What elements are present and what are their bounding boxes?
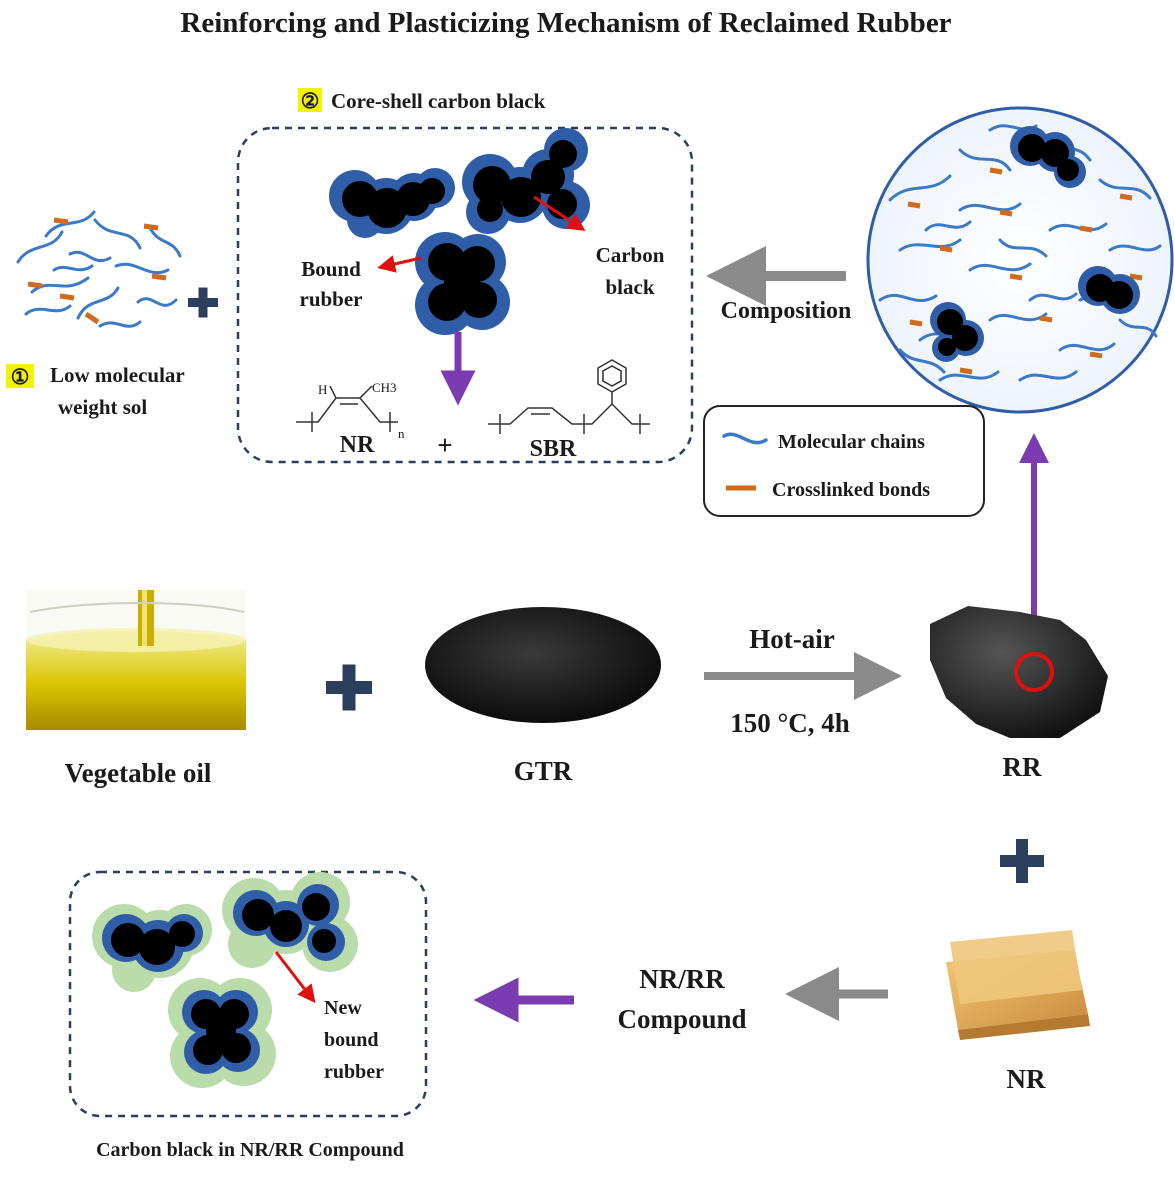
core-shell-badge-number: ② xyxy=(301,89,320,113)
plus-icon-oil-vertical xyxy=(342,664,356,711)
network-carbon-3 xyxy=(930,302,984,362)
core-shell-label: Core-shell carbon black xyxy=(331,89,546,113)
compound-label-line2: Compound xyxy=(617,1004,746,1034)
network-carbon-2 xyxy=(1078,266,1140,314)
bound-rubber-label-line1: Bound xyxy=(301,257,361,281)
hot-air-label: Hot-air xyxy=(749,624,834,654)
composition-label: Composition xyxy=(721,298,852,324)
page-title: Reinforcing and Plasticizing Mechanism o… xyxy=(180,7,951,39)
carbon-black-label-line1: Carbon xyxy=(596,243,665,267)
carbon-aggregate-1 xyxy=(329,168,455,238)
legend-box xyxy=(703,405,985,517)
compound-dashed-box xyxy=(68,870,428,1118)
bound-rubber-pointer xyxy=(377,255,422,273)
nr-structure-ch3: CH3 xyxy=(372,380,397,395)
nr-structure-h: H xyxy=(318,382,327,397)
legend-chain-swatch xyxy=(722,432,768,445)
rr-image xyxy=(930,606,1108,738)
compound-aggregate-3 xyxy=(168,978,276,1088)
network-carbon-1 xyxy=(1010,126,1086,188)
legend-crosslinked-bonds: Crosslinked bonds xyxy=(772,479,930,501)
core-shell-dashed-box xyxy=(236,126,694,464)
plus-icon-sol-vertical xyxy=(198,287,208,318)
sol-cluster xyxy=(16,210,182,328)
sbr-structure xyxy=(488,359,650,434)
nr-structure xyxy=(296,385,398,432)
nr-bottom-label: NR xyxy=(1007,1064,1046,1094)
plus-sign: + xyxy=(437,430,452,460)
gtr-label: GTR xyxy=(514,756,573,786)
nr-image xyxy=(946,930,1090,1040)
rr-network-circle xyxy=(866,106,1174,414)
compound-panel: New bound rubber xyxy=(68,870,428,1118)
legend: Molecular chains Crosslinked bonds xyxy=(703,405,985,517)
vegetable-oil-label: Vegetable oil xyxy=(65,758,212,788)
carbon-aggregate-2 xyxy=(462,128,590,234)
bound-rubber-label-line2: rubber xyxy=(300,287,363,311)
carbon-aggregate-3 xyxy=(415,232,510,335)
core-shell-badge xyxy=(298,88,322,112)
new-bound-rubber-line1: New xyxy=(324,997,362,1019)
sol-label-line2: weight sol xyxy=(58,395,147,419)
nr-label: NR xyxy=(340,432,375,458)
legend-molecular-chains: Molecular chains xyxy=(778,431,925,453)
plus-icon-rr-vertical xyxy=(1016,839,1028,883)
nr-structure-n: n xyxy=(398,426,405,441)
rr-highlight-circle xyxy=(1014,652,1054,692)
sol-badge-number: ① xyxy=(11,365,30,389)
new-bound-rubber-line2: bound xyxy=(324,1029,379,1051)
sol-label-line1: Low molecular xyxy=(50,363,185,387)
compound-aggregate-2 xyxy=(222,872,358,972)
condition-label: 150 °C, 4h xyxy=(730,708,850,738)
gtr-image xyxy=(425,607,661,723)
rr-label: RR xyxy=(1003,752,1042,782)
compound-caption: Carbon black in NR/RR Compound xyxy=(96,1139,404,1161)
compound-label-line1: NR/RR xyxy=(639,964,725,994)
vegetable-oil-image xyxy=(26,590,246,730)
carbon-black-pointer xyxy=(533,195,586,231)
new-bound-rubber-pointer xyxy=(274,951,316,1004)
sbr-label: SBR xyxy=(530,436,577,462)
carbon-black-label-line2: black xyxy=(605,275,654,299)
core-shell-panel: ② Core-shell carbon black Bound rubber C… xyxy=(236,88,694,464)
new-bound-rubber-line3: rubber xyxy=(324,1061,384,1083)
compound-aggregate-1 xyxy=(92,904,212,992)
sol-badge xyxy=(6,364,34,388)
